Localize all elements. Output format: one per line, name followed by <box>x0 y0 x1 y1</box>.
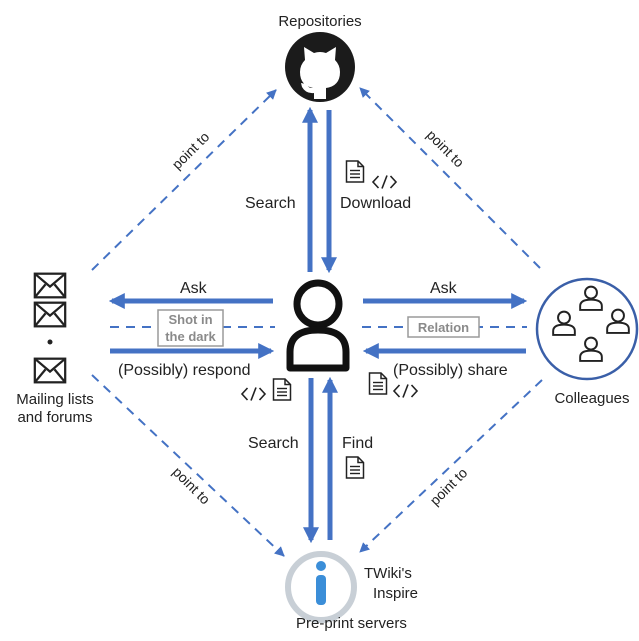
point-to-label-bottom-right: point to <box>427 464 471 508</box>
edge-label-ask-right: Ask <box>430 280 458 297</box>
github-icon <box>285 32 355 102</box>
mailing-label-line2: and forums <box>17 409 92 426</box>
code-icon <box>372 174 397 190</box>
solid-arrows <box>108 106 528 544</box>
document-icon <box>368 372 388 395</box>
shot-in-the-dark-box: Shot in the dark <box>157 309 224 347</box>
relation-label: Relation <box>418 320 469 335</box>
code-icon <box>393 383 418 399</box>
edge-label-respond: (Possibly) respond <box>118 362 251 379</box>
link-colleagues-to-repositories <box>359 87 541 269</box>
repositories-label: Repositories <box>278 13 361 30</box>
point-to-label-bottom-left: point to <box>170 464 214 508</box>
point-to-label-top-right: point to <box>424 127 468 171</box>
preprint-node: TWiki's Inspire Pre-print servers <box>285 551 418 632</box>
envelope-icon <box>33 272 67 384</box>
center-person <box>286 279 350 372</box>
point-to-label-top-left: point to <box>169 128 213 172</box>
link-mailing-to-preprint <box>91 374 285 557</box>
info-icon <box>285 551 357 623</box>
link-mailing-to-repositories <box>91 89 277 271</box>
shot-line2: the dark <box>165 329 216 344</box>
person-icon <box>286 279 350 372</box>
code-icon <box>241 386 266 402</box>
edge-label-search-up: Search <box>245 195 296 212</box>
preprint-label-line3: Pre-print servers <box>296 615 407 632</box>
mailing-label-line1: Mailing lists <box>16 391 94 408</box>
link-colleagues-to-preprint <box>359 379 543 553</box>
document-icon <box>345 456 365 479</box>
shot-line1: Shot in <box>168 312 212 327</box>
colleagues-node: Colleagues <box>535 277 639 407</box>
preprint-label-line1: TWiki's <box>364 565 412 582</box>
edge-label-search-down: Search <box>248 435 299 452</box>
edge-label-find: Find <box>342 435 373 452</box>
repositories-node: Repositories <box>278 13 362 102</box>
edge-label-share: (Possibly) share <box>393 362 508 379</box>
relation-box: Relation <box>407 316 480 338</box>
edge-label-download: Download <box>340 195 411 212</box>
edge-label-ask-left: Ask <box>180 280 208 297</box>
colleagues-circle <box>535 277 639 381</box>
mailing-node: Mailing lists and forums <box>16 272 94 426</box>
preprint-label-line2: Inspire <box>373 585 418 602</box>
document-icon <box>272 378 292 401</box>
colleagues-label: Colleagues <box>554 390 629 407</box>
document-icon <box>345 160 365 183</box>
